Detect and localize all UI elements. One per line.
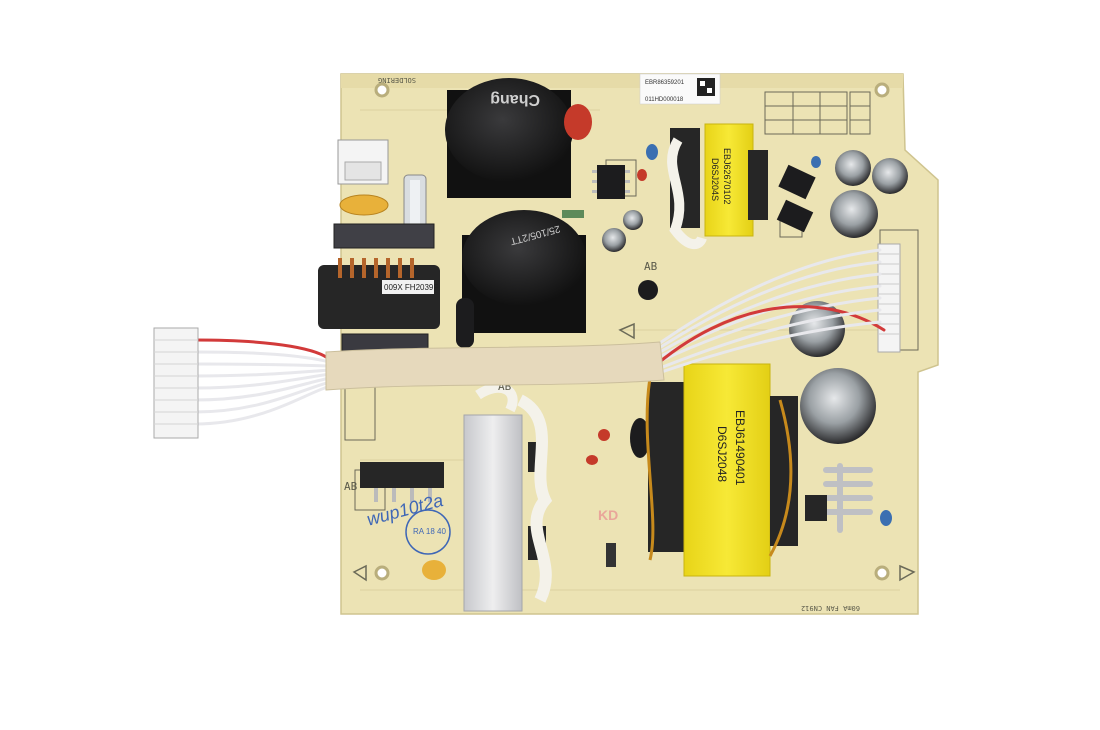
kd-label: KD [598, 507, 618, 523]
small-transformer-label-1: EBJ62670102 [722, 148, 732, 205]
harness-connector [153, 327, 199, 439]
main-transformer-label-2: D6SJ2048 [715, 426, 729, 482]
fan-label: 60mA FAN CN912 [801, 604, 860, 612]
small-transformer-label-2: D6SJ204S [710, 158, 720, 201]
wire-harness [193, 248, 886, 426]
barcode-sticker: EBR86359201 011HD000018 [639, 73, 721, 105]
common-mode-choke: 009X FH2039F [318, 223, 440, 359]
soldering-label: SOLDERING [378, 76, 416, 84]
film-capacitor [564, 104, 592, 140]
bulk-capacitor-bottom: 25/105/2TT [462, 210, 586, 333]
choke-label: 009X FH2039F [384, 283, 438, 292]
main-transformer: EBJ61490401 D6SJ2048 [645, 363, 798, 577]
yellow-capacitor-bottom [422, 560, 446, 580]
output-capacitors [789, 150, 908, 444]
main-transformer-label-1: EBJ61490401 [733, 410, 747, 486]
barcode-text: EBR86359201 [645, 80, 685, 86]
cap-brand: Chang [490, 91, 540, 108]
board-id-text: 011HD000018 [645, 97, 684, 103]
varistor [339, 194, 389, 216]
secondary-heatsink [805, 463, 873, 533]
stamp-text: RA 18 40 [413, 527, 446, 536]
input-connector [337, 139, 389, 185]
ab-label-2: AB [644, 260, 658, 273]
ab-label-1: AB [344, 480, 358, 493]
small-transformer: EBJ62670102 D6SJ204S [667, 123, 768, 250]
fuse [403, 174, 427, 232]
silkscreen-table [764, 91, 871, 135]
bridge-rectifier [360, 462, 444, 502]
wire-sleeve [325, 341, 665, 391]
silkscreen-labels: AB AB AB KD SOLDERING 60mA FAN CN912 [344, 76, 860, 612]
bulk-capacitor-top: Chang [445, 78, 573, 198]
mounting-holes [374, 82, 890, 581]
ic-chip [592, 165, 630, 199]
primary-heatsink [463, 382, 553, 612]
